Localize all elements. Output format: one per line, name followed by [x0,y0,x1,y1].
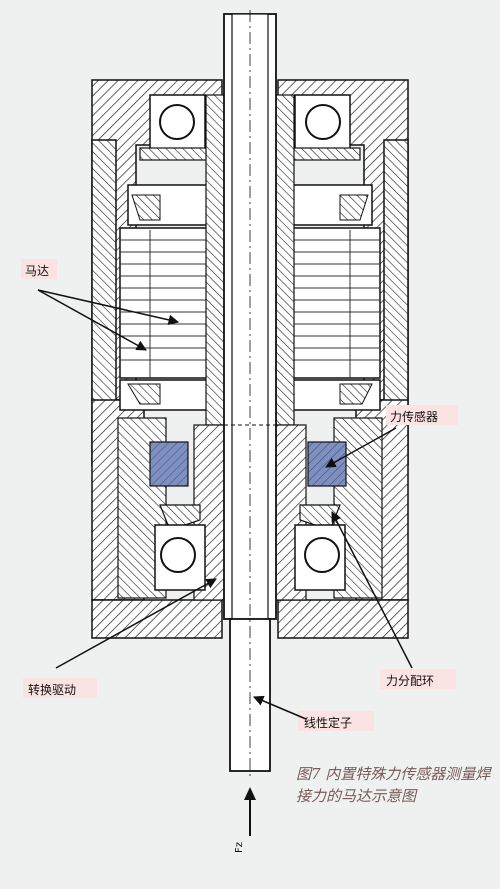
force-symbol: Fz [234,841,246,854]
central-shaft [223,10,277,778]
lower-bearings [154,504,346,591]
force-sensor-elements [149,441,347,487]
leader-arrows [37,289,413,720]
figure-caption: 图7 内置特殊力传感器测量焊接力的马达示意图 [296,765,491,805]
motor-label: 马达 [25,264,50,278]
force-ring-label-box [380,669,456,689]
force-ring-label: 力分配环 [386,674,435,688]
linear-stator-label: 线性定子 [304,716,353,730]
force-arrow [244,787,256,836]
rotary-drive-label-box [23,678,97,698]
motor-windings [119,184,381,411]
upper-bearings [139,94,361,161]
rotary-drive-label: 转换驱动 [28,683,77,697]
force-sensor-label-box [386,405,458,425]
motor-label-box [21,259,57,279]
linear-stator-label-box [298,711,374,731]
force-sensor-label: 力传感器 [390,410,439,424]
